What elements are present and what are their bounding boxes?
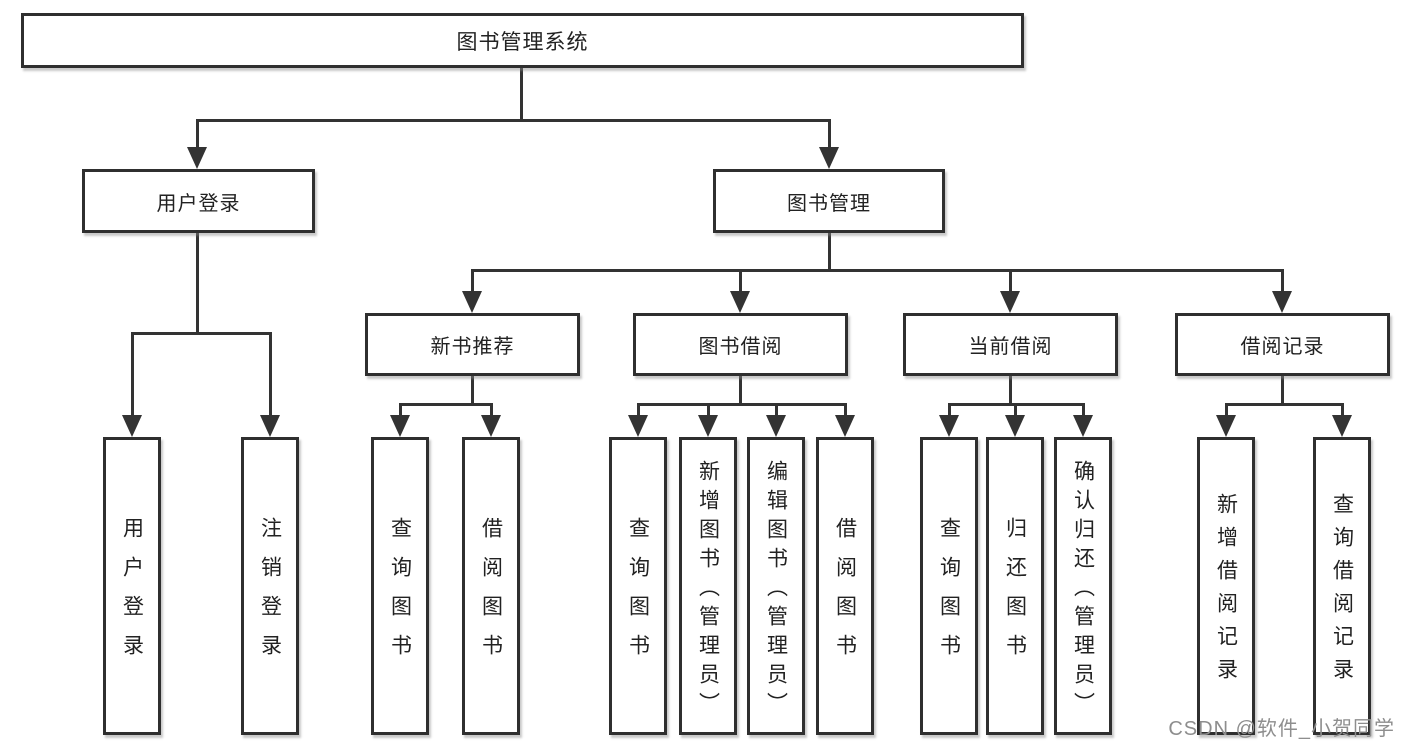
node-label: 编辑图书（管理员） [764,459,788,721]
node-label: 图书管理 [787,192,871,215]
node-label: 查询图书 [937,517,961,673]
arrow-down-icon [1000,291,1020,313]
arrow-down-icon [122,415,142,437]
arrow-down-icon [766,415,786,437]
arrow-down-icon [1332,415,1352,437]
node-new-book-recommend: 新书推荐 [365,313,580,376]
connector-line [828,119,831,150]
node-book-management: 图书管理 [713,169,945,233]
connector-line [196,119,831,122]
connector-line [739,376,742,406]
arrow-down-icon [835,415,855,437]
node-label: 注销登录 [258,517,282,673]
arrow-down-icon [628,415,648,437]
node-label: 图书借阅 [698,336,783,358]
connector-line [131,332,272,335]
connector-line [399,403,493,406]
node-query-borrow-record: 查询借阅记录 [1313,437,1371,735]
connector-line [775,403,778,417]
node-label: 借阅图书 [479,517,503,673]
node-label: 借阅记录 [1240,336,1325,358]
node-label: 查询图书 [388,517,412,673]
connector-line [1009,376,1012,406]
node-library-system: 图书管理系统 [21,13,1024,68]
node-user-login-branch: 用户登录 [82,169,315,233]
node-add-borrow-record: 新增借阅记录 [1197,437,1255,735]
connector-line [1009,269,1012,293]
connector-line [471,376,474,406]
connector-line [471,269,1284,272]
node-return-books: 归还图书 [986,437,1044,735]
node-current-borrowing: 当前借阅 [903,313,1118,376]
node-label: 归还图书 [1003,517,1027,673]
connector-line [1014,403,1017,417]
connector-line [828,233,831,272]
connector-line [1082,403,1085,417]
node-label: 查询借阅记录 [1330,493,1354,691]
arrow-down-icon [819,147,839,169]
arrow-down-icon [187,147,207,169]
node-borrowing-records: 借阅记录 [1175,313,1390,376]
connector-line [1341,403,1344,417]
node-label: 新增图书（管理员） [696,459,720,721]
node-label: 新书推荐 [430,336,515,358]
connector-line [1281,376,1284,406]
connector-line [1225,403,1228,417]
connector-line [844,403,847,417]
arrow-down-icon [1216,415,1236,437]
connector-line [196,119,199,150]
arrow-down-icon [1073,415,1093,437]
connector-line [1281,269,1284,293]
csdn-watermark: CSDN @软件_小贺同学 [1168,718,1395,740]
arrow-down-icon [481,415,501,437]
arrow-down-icon [698,415,718,437]
node-book-borrowing: 图书借阅 [633,313,848,376]
connector-line [948,403,951,417]
node-label: 图书管理系统 [456,30,589,54]
node-label: 用户登录 [156,192,241,215]
node-label: 用户登录 [120,517,144,673]
connector-line [637,403,640,417]
node-add-book-admin: 新增图书（管理员） [679,437,737,735]
connector-line [269,332,272,417]
connector-line [131,332,134,417]
node-confirm-return-admin: 确认归还（管理员） [1054,437,1112,735]
node-borrow-books-action: 借阅图书 [816,437,874,735]
node-label: 当前借阅 [968,336,1053,358]
connector-line [707,403,710,417]
node-label: 查询图书 [626,517,650,673]
node-query-books-current: 查询图书 [920,437,978,735]
node-label: 新增借阅记录 [1214,493,1238,691]
node-label: 确认归还（管理员） [1071,459,1095,721]
connector-line [196,233,199,335]
arrow-down-icon [1005,415,1025,437]
arrow-down-icon [730,291,750,313]
arrow-down-icon [390,415,410,437]
connector-line [471,269,474,293]
arrow-down-icon [939,415,959,437]
node-user-login-action: 用户登录 [103,437,161,735]
arrow-down-icon [260,415,280,437]
node-query-books-borrowing: 查询图书 [609,437,667,735]
node-query-books-recommend: 查询图书 [371,437,429,735]
node-logout-action: 注销登录 [241,437,299,735]
node-label: 借阅图书 [833,517,857,673]
connector-line [399,403,402,417]
connector-line [739,269,742,293]
node-edit-book-admin: 编辑图书（管理员） [747,437,805,735]
arrow-down-icon [462,291,482,313]
connector-line [490,403,493,417]
node-borrow-books-recommend: 借阅图书 [462,437,520,735]
connector-line [520,68,523,122]
connector-line [637,403,847,406]
connector-line [1225,403,1344,406]
arrow-down-icon [1272,291,1292,313]
